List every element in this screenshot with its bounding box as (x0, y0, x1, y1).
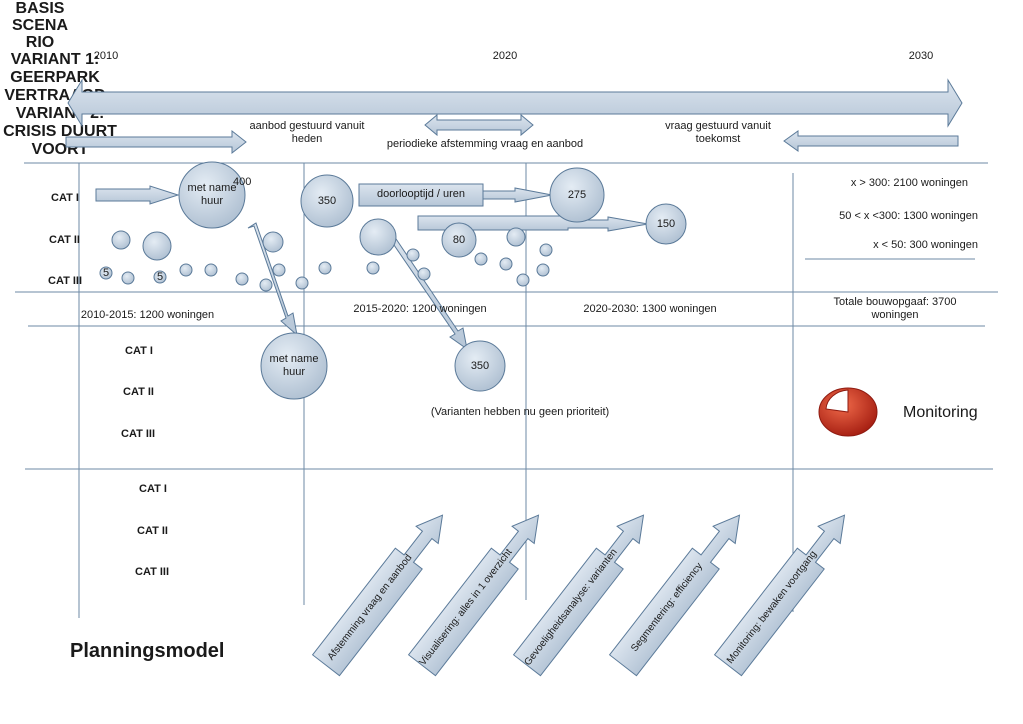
year-2020: 2020 (492, 50, 518, 62)
doorlooptijd-box (358, 183, 484, 207)
cat1-arrow (95, 185, 180, 205)
v2-cat2: CAT II (137, 525, 168, 537)
variants-note: (Varianten hebben nu geen prioriteit) (430, 406, 610, 418)
bubble-label-5a: 5 (102, 267, 110, 279)
year-2010: 2010 (93, 50, 119, 62)
diag-arrow-3 (512, 514, 645, 677)
total-build-1: Totale bouwopgaaf: 3700 (833, 296, 957, 308)
diag-arrow-5 (713, 514, 846, 677)
diag-label-3: Gevoeligheidsanalyse: varianten (522, 547, 619, 668)
v1-cat1: CAT I (125, 345, 153, 357)
period-2015-2020: 2015-2020: 1200 woningen (353, 303, 487, 315)
row-variant1-line1: VARIANT 1: (10, 51, 100, 68)
period-2010-2015: 2010-2015: 1200 woningen (80, 309, 215, 321)
doorlooptijd-label: doorlooptijd / uren (376, 188, 466, 200)
bubble-label-80: 80 (452, 234, 466, 246)
bubble-v1-met-name-huur (260, 332, 328, 400)
row-variant1-line2: GEERPARK (10, 69, 100, 86)
v2-cat1: CAT I (139, 483, 167, 495)
legend-medium: 50 < x <300: 1300 woningen (839, 210, 978, 222)
bubble-label-275: 275 (567, 189, 587, 201)
page-title: Planningsmodel (70, 640, 225, 662)
v1-bubble-label-huur: huur (282, 366, 306, 378)
demand-driven-arrow (783, 130, 959, 152)
diagonal-arrows (311, 514, 846, 677)
basis-cat2: CAT II (49, 234, 80, 246)
row-variant2-line2: CRISIS DUURT (3, 123, 117, 140)
bubble-275 (549, 167, 605, 223)
total-build-2: woningen (871, 309, 919, 321)
supply-driven-label-1: aanbod gestuurd vanuit (249, 120, 365, 132)
bubble-label-huur: huur (200, 195, 224, 207)
basis-cat3: CAT III (48, 275, 83, 287)
periodic-alignment-label: periodieke afstemming vraag en aanbod (386, 138, 584, 150)
diag-arrow-2 (407, 514, 540, 677)
bubble-label-400: 400 (233, 176, 252, 188)
v1-bubble-label-met-name: met name (269, 353, 319, 365)
demand-driven-label-1: vraag gestuurd vanuit (665, 120, 771, 132)
bubble-350 (300, 174, 354, 228)
periodic-alignment-arrow (424, 113, 534, 137)
diag-label-1: Afstemming vraag en aanbod (326, 552, 415, 662)
v1-cat2: CAT II (123, 386, 154, 398)
row-basis-scenario: BASIS SCENA RIO (11, 0, 68, 51)
year-2030: 2030 (908, 50, 934, 62)
bubble-met-name-huur (178, 161, 246, 229)
bubbles (99, 161, 687, 400)
monitoring-label: Monitoring (903, 404, 978, 421)
monitoring-pie-icon (818, 387, 878, 437)
diag-label-4: Segmentering: efficiency (629, 561, 705, 654)
bubble-label-5b: 5 (156, 271, 164, 283)
v2-cat3: CAT III (135, 566, 170, 578)
diag-label-5: Monitoring: bewaken voortgang (725, 549, 819, 666)
legend-small: x < 50: 300 woningen (873, 239, 978, 251)
demand-driven-label-2: toekomst (695, 133, 741, 145)
bubble-80 (441, 222, 477, 258)
legend-large: x > 300: 2100 woningen (850, 177, 968, 189)
timeline-double-arrow (67, 78, 963, 128)
doorlooptijd-arrow (482, 187, 553, 203)
bubble-label-150: 150 (656, 218, 676, 230)
diag-arrow-4 (608, 514, 741, 677)
v1-cat3: CAT III (121, 428, 156, 440)
basis-cat1: CAT I (51, 192, 79, 204)
bubble-medium (359, 218, 397, 256)
supply-driven-label-2: heden (291, 133, 323, 145)
bubble-label-350: 350 (317, 195, 337, 207)
v1-bubble-label-350: 350 (470, 360, 490, 372)
supply-driven-arrow (65, 129, 247, 155)
bubble-150 (645, 203, 687, 245)
bubble-v1-350 (454, 340, 506, 392)
period-2020-2030: 2020-2030: 1300 woningen (583, 303, 717, 315)
diag-arrow-1 (311, 514, 444, 677)
diag-label-2: Visualisering: alles in 1 overzicht (417, 547, 514, 668)
bubble-label-met-name: met name (187, 182, 237, 194)
